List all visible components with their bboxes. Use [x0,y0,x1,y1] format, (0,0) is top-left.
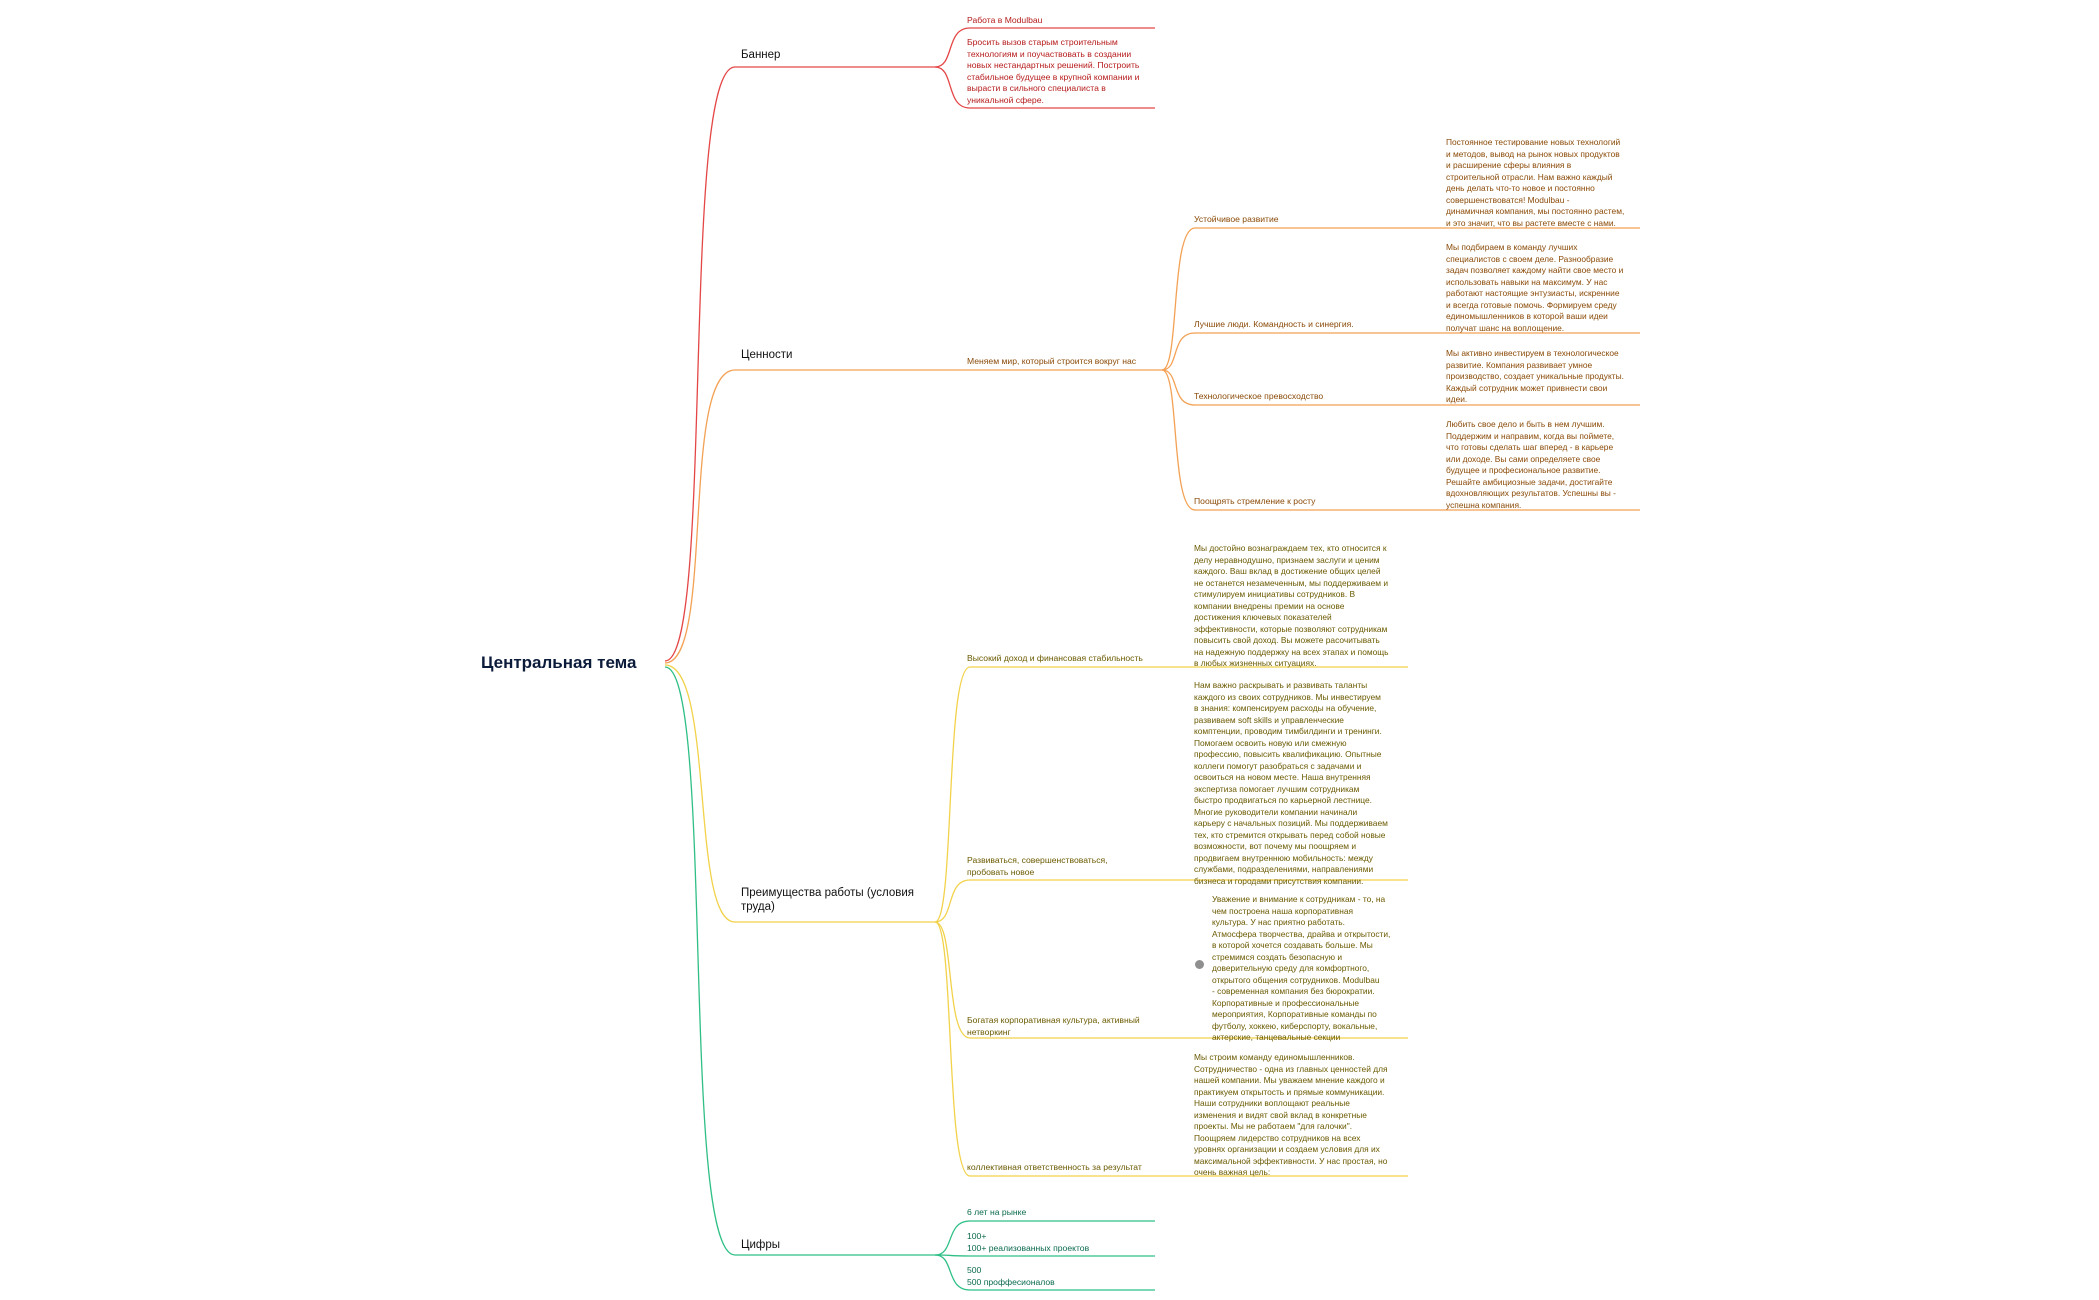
connector-adv-item-4 [934,921,1188,1177]
values-item-2-label[interactable]: Лучшие люди. Командность и синергия. [1194,319,1354,329]
values-item-2-desc[interactable]: Мы подбираем в команду лучших специалист… [1446,242,1624,333]
topic-banner[interactable]: Баннер [741,49,781,61]
values-item-3-desc[interactable]: Мы активно инвестируем в технологическое… [1446,348,1624,404]
adv-item-2-desc[interactable]: Нам важно раскрывать и развивать таланты… [1194,680,1388,886]
figures-item-1[interactable]: 6 лет на рынке [967,1207,1027,1217]
connector-adv-item-1 [934,666,1188,923]
adv-item-4-desc[interactable]: Мы строим команду единомышленников. Сотр… [1194,1052,1388,1177]
adv-item-3-desc[interactable]: Уважение и внимание к сотрудникам - то, … [1212,894,1391,1042]
values-item-1-label[interactable]: Устойчивое развитие [1194,214,1279,224]
connector-slogan-item-2 [1161,332,1440,371]
values-slogan-node[interactable]: Меняем мир, который строится вокруг нас [967,356,1137,366]
connector-root-values [664,369,935,664]
connector-slogan-item-1 [1161,227,1440,371]
connector-root-figures [664,666,935,1256]
banner-text-node[interactable]: Бросить вызов старым строительным технол… [967,37,1140,105]
root-topic[interactable]: Центральная тема [481,653,637,672]
adv-item-4-label[interactable]: коллективная ответственность за результа… [967,1162,1142,1172]
connector-fig-item-2 [934,1254,1155,1257]
values-item-3-label[interactable]: Технологическое превосходство [1194,391,1324,401]
values-item-4-label[interactable]: Поощрять стремление к росту [1194,496,1316,506]
values-item-1-desc[interactable]: Постоянное тестирование новых технологий… [1446,137,1625,228]
figures-item-2[interactable]: 100+ 100+ реализованных проектов [967,1231,1090,1253]
banner-work-node[interactable]: Работа в Modulbau [967,15,1043,25]
adv-item-3-label[interactable]: Богатая корпоративная культура, активный… [967,1015,1140,1037]
connector-adv-item-2 [934,879,1188,923]
figures-item-3[interactable]: 500 500 проффесионалов [967,1265,1055,1287]
adv-item-2-label[interactable]: Развиваться, совершенствоваться, пробова… [967,855,1108,877]
attachment-dot-icon[interactable] [1195,960,1204,969]
topic-figures[interactable]: Цифры [741,1239,781,1251]
connector-root-advantages [664,664,935,923]
values-item-4-desc[interactable]: Любить свое дело и быть в нем лучшим. По… [1446,419,1616,510]
topic-advantages[interactable]: Преимущества работы (условия труда) [741,887,915,913]
adv-item-1-label[interactable]: Высокий доход и финансовая стабильность [967,653,1143,663]
topic-values[interactable]: Ценности [741,349,793,361]
connector-root-banner [664,66,935,662]
adv-item-1-desc[interactable]: Мы достойно вознаграждаем тех, кто относ… [1194,543,1389,668]
